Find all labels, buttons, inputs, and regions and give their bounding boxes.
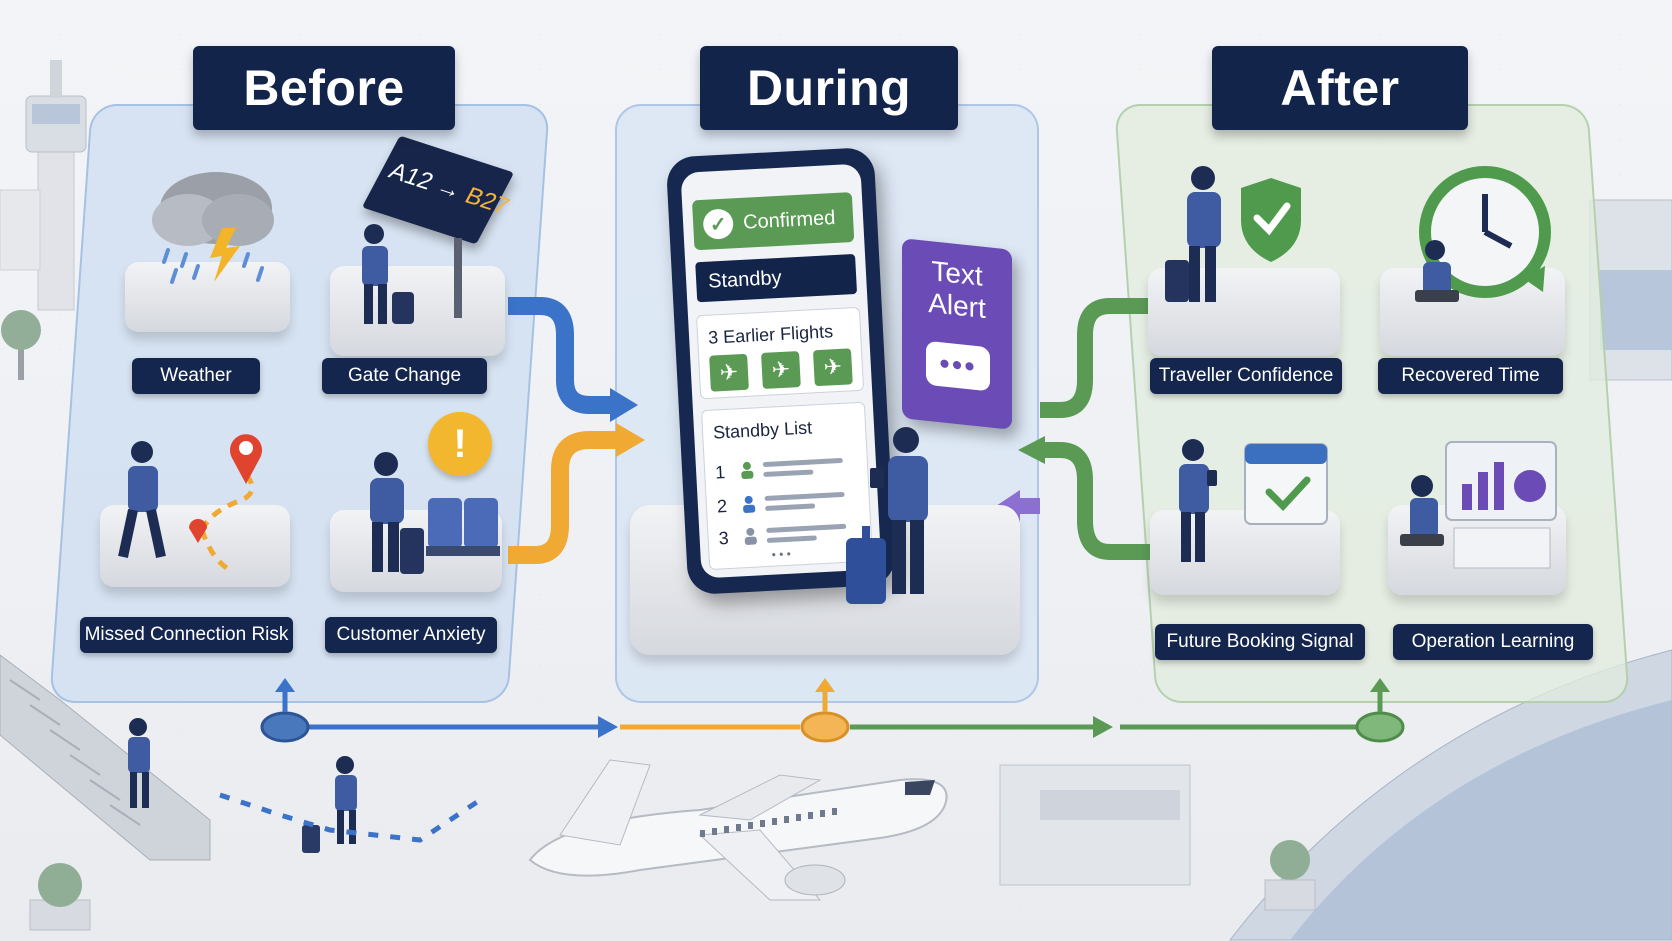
tree-right (1264, 840, 1316, 911)
escalator (0, 654, 211, 861)
phase-title-during: During (700, 46, 958, 130)
orange-connector (508, 431, 620, 564)
standby-list-label: Standby List (712, 417, 813, 443)
phone-screen: ✓ Confirmed Standby 3 Earlier Flights ✈ … (680, 163, 882, 579)
chat-dots: ••• (939, 347, 977, 385)
label-future-booking-signal: Future Booking Signal (1155, 624, 1365, 660)
tree-bottom (29, 863, 91, 931)
standby-entry-line (765, 503, 816, 512)
walking-path (219, 792, 482, 843)
airplane-icon: ✈ (709, 353, 749, 392)
airplane-icon: ✈ (812, 348, 853, 387)
label-missed-connection: Missed Connection Risk (80, 617, 293, 653)
terminal-building (999, 199, 1672, 941)
standby-entry-line (762, 457, 843, 468)
airplane (528, 759, 948, 901)
label-recovered-time: Recovered Time (1378, 358, 1563, 394)
booking-traveller-figure (1179, 439, 1328, 562)
check-icon: ✓ (702, 208, 734, 240)
label-operation-learning: Operation Learning (1393, 624, 1593, 660)
green-connector-bottom (1040, 442, 1150, 560)
standby-entry-line (764, 491, 845, 502)
tree-left (1, 310, 41, 380)
map-pin-small-icon (189, 518, 207, 543)
timeline-node-before (260, 711, 310, 743)
standby-position-3: 3 (718, 527, 730, 549)
calendar-check-icon (1250, 445, 1251, 446)
timeline-arrow-1 (598, 716, 618, 738)
gate-change-plinth (330, 266, 505, 356)
control-tower (0, 60, 87, 311)
phase-title-before: Before (193, 46, 455, 130)
blue-connector (508, 297, 615, 414)
airplane-icon: ✈ (761, 351, 801, 389)
gate-from: A12 (384, 157, 438, 196)
anxious-traveller-figure (370, 452, 500, 574)
exclamation-icon: ! (428, 412, 492, 476)
standby-entry-line (763, 469, 814, 478)
standby-entry-line (766, 523, 847, 533)
timeline-node-after (1355, 711, 1405, 743)
label-traveller-confidence: Traveller Confidence (1150, 358, 1342, 394)
phase-title-after: After (1212, 46, 1468, 130)
orange-arrow-head (616, 423, 645, 457)
text-alert-card: Text Alert ••• (902, 238, 1012, 430)
phone-device: ✓ Confirmed Standby 3 Earlier Flights ✈ … (665, 146, 897, 596)
traveller-phone-figure (846, 427, 928, 604)
map-pin-icon (230, 434, 262, 484)
walking-travellers (128, 718, 357, 853)
green-arrow-head (1018, 436, 1045, 464)
person-icon (743, 495, 756, 514)
timeline-arrow-2 (1093, 716, 1113, 738)
label-customer-anxiety: Customer Anxiety (325, 617, 497, 653)
chat-bubble-icon: ••• (926, 340, 990, 392)
confirmed-status: ✓ Confirmed (691, 192, 855, 251)
standby-list-card: Standby List 1 2 3 • • • (700, 401, 874, 571)
standby-position-1: 1 (714, 462, 726, 483)
earlier-flights-label: 3 Earlier Flights (707, 321, 834, 348)
standby-entry-line (766, 535, 817, 543)
clock-icon (1415, 166, 1551, 302)
more-ellipsis: • • • (771, 546, 792, 562)
gate-arrow: → (431, 173, 467, 205)
missed-connection-figure (118, 441, 255, 573)
traveller-gate-figure (362, 224, 462, 324)
weather-plinth (125, 262, 290, 332)
standby-bar: Standby (695, 253, 858, 303)
green-connector-top (1040, 298, 1150, 418)
blue-arrow-head (610, 388, 638, 422)
confident-traveller-figure (1165, 166, 1301, 302)
person-icon (744, 527, 757, 545)
confirmed-label: Confirmed (742, 206, 836, 234)
bar-chart-icon (1400, 441, 1557, 569)
earlier-flights-card: 3 Earlier Flights ✈ ✈ ✈ (695, 306, 865, 400)
standby-position-2: 2 (716, 496, 728, 517)
storm-cloud-icon (152, 172, 274, 284)
timeline-node-during (800, 711, 850, 743)
purple-arrow (996, 490, 1040, 522)
person-icon (741, 461, 754, 480)
label-weather: Weather (132, 358, 260, 394)
label-gate-change: Gate Change (322, 358, 487, 394)
shield-check-icon (1270, 175, 1280, 176)
